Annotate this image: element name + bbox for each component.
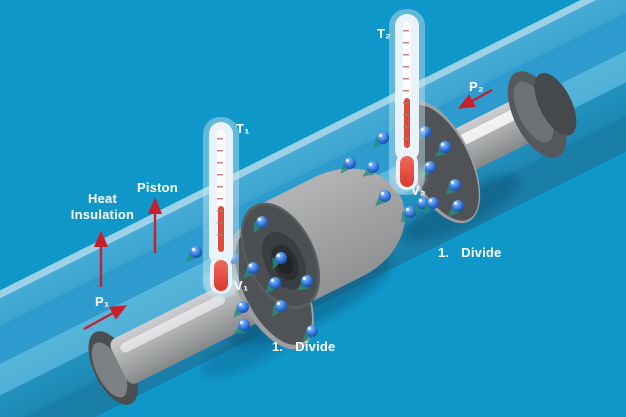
divide-right-text: Divide bbox=[461, 245, 502, 260]
v2-label: V₂ bbox=[411, 183, 426, 198]
divide-left-text: Divide bbox=[295, 339, 336, 354]
t2-label: T₂ bbox=[377, 26, 392, 41]
gas-molecule bbox=[404, 206, 416, 218]
piston-label: Piston bbox=[137, 180, 178, 195]
gas-molecule bbox=[379, 190, 391, 202]
divide-label-right: 1. Divide bbox=[438, 245, 501, 260]
divide-right-number: 1. bbox=[438, 245, 450, 260]
thermometer-t2 bbox=[389, 9, 425, 195]
gas-molecule bbox=[301, 275, 313, 287]
thermometer-t2-bulb bbox=[400, 156, 414, 187]
t1-label: T₁ bbox=[236, 121, 250, 136]
gas-molecule bbox=[419, 126, 431, 138]
gas-molecule bbox=[275, 252, 287, 264]
thermometer-scale-ticks bbox=[217, 138, 223, 244]
gas-molecule bbox=[344, 157, 356, 169]
thermometer-t1 bbox=[203, 117, 239, 299]
gas-molecule bbox=[367, 161, 379, 173]
v1-label: V₁ bbox=[234, 278, 249, 293]
gas-molecule bbox=[237, 301, 249, 313]
divide-label-left: 1. Divide bbox=[272, 339, 335, 354]
gas-molecule bbox=[417, 197, 429, 209]
divide-left-number: 1. bbox=[272, 339, 284, 354]
heat-insulation-line1: Heat bbox=[88, 191, 117, 206]
p1-label: P₁ bbox=[95, 294, 110, 309]
thermometer-scale-ticks bbox=[403, 30, 409, 140]
heat-insulation-label: Heat Insulation bbox=[55, 191, 150, 223]
gas-molecule bbox=[190, 246, 202, 258]
heat-insulation-line2: Insulation bbox=[70, 207, 135, 222]
gas-molecule bbox=[424, 161, 436, 173]
thermometer-t1-bulb bbox=[214, 260, 228, 291]
gas-molecule bbox=[238, 319, 250, 331]
gas-molecule bbox=[449, 179, 461, 191]
gas-molecule bbox=[439, 141, 451, 153]
gas-molecule bbox=[452, 200, 464, 212]
gas-molecule bbox=[377, 132, 389, 144]
p2-label: P₂ bbox=[469, 79, 484, 94]
gas-molecule bbox=[306, 325, 318, 337]
gas-molecule bbox=[269, 277, 281, 289]
gas-molecule bbox=[247, 262, 259, 274]
gas-molecule bbox=[275, 300, 287, 312]
gas-molecule bbox=[427, 197, 439, 209]
gas-molecule bbox=[256, 216, 268, 228]
